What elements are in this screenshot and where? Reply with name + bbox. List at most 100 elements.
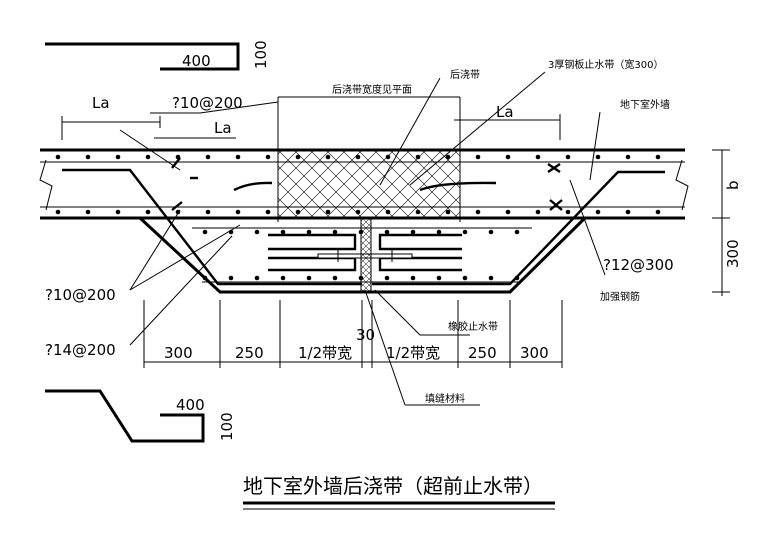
rebar-dot (655, 209, 661, 215)
dim-30: 30 (356, 326, 375, 344)
la-right: La (496, 103, 514, 121)
rebar-dot (325, 209, 331, 215)
rebar-14-label: ?14@200 (45, 341, 116, 359)
rebar-dot (488, 229, 494, 235)
dim-bottom-0: 300 (164, 344, 193, 362)
rebar-dot (254, 275, 260, 281)
rebar-dot (565, 209, 571, 215)
rebar-dot (535, 154, 541, 160)
rebar-dot (205, 209, 211, 215)
rebar-dot (410, 229, 416, 235)
rebar-dot (306, 275, 312, 281)
bottom-detail-100: 100 (218, 412, 236, 441)
rebar-dot (415, 154, 421, 160)
rebar-dot (514, 229, 520, 235)
dim-bottom-5: 300 (520, 344, 549, 362)
rebar-dot (85, 209, 91, 215)
joint-fill-label: 填缝材料 (425, 392, 465, 405)
rebar-dot (265, 209, 271, 215)
pour-band-hatch (278, 150, 460, 219)
la-left: La (92, 94, 110, 112)
rebar-dot (410, 275, 416, 281)
pour-band-label: 后浇带 (450, 68, 480, 81)
rebar-dot (565, 154, 571, 160)
rebar-dot (280, 275, 286, 281)
steel-waterstop-label: 3厚钢板止水带（宽300） (548, 58, 663, 71)
rebar-dot (445, 154, 451, 160)
rebar-dot (358, 229, 364, 235)
rebar-dot (655, 154, 661, 160)
rebar-dot (535, 209, 541, 215)
rebar-dot (505, 154, 511, 160)
dim-300-right: 300 (724, 239, 742, 268)
rebar-dot (85, 154, 91, 160)
rebar-dot (505, 209, 511, 215)
annotations: La La La ?10@200 ?10@200 ?14@200 ?12@300… (45, 58, 742, 405)
top-detail: 400 100 (45, 40, 270, 71)
rebar-dot (306, 229, 312, 235)
rebar-dot (175, 154, 181, 160)
rebar-dot (55, 209, 61, 215)
dim-b: b (724, 180, 742, 190)
rebar-dot (145, 209, 151, 215)
rebar-dot (295, 154, 301, 160)
rebar-dot (115, 154, 121, 160)
rebar-dot (355, 154, 361, 160)
rebar-dot (254, 229, 260, 235)
rebar-dot (445, 209, 451, 215)
rebar-dot (436, 275, 442, 281)
rebar-dot (295, 209, 301, 215)
rebar-dot (384, 275, 390, 281)
rebar-dot (280, 229, 286, 235)
rebar-dot (235, 209, 241, 215)
top-detail-100: 100 (252, 40, 270, 69)
rebar-dots (55, 154, 661, 281)
rebar-dot (228, 275, 234, 281)
rebar-dot (595, 209, 601, 215)
dim-bottom-4: 250 (468, 344, 497, 362)
dim-bottom-1: 250 (235, 344, 264, 362)
band-width-note: 后浇带宽度见平面 (332, 83, 412, 96)
dimension-lines (61, 71, 730, 406)
rebar-dot (514, 275, 520, 281)
rebar-dot (55, 154, 61, 160)
rebar-dot (145, 154, 151, 160)
rebar-dot (332, 275, 338, 281)
rebar-dot (202, 229, 208, 235)
title-block: 地下室外墙后浇带（超前止水带） (243, 474, 555, 510)
rebar-dot (115, 209, 121, 215)
rebar-dot (205, 154, 211, 160)
drawing-title: 地下室外墙后浇带（超前止水带） (243, 474, 543, 498)
reinforcing-label: 加强钢筋 (600, 290, 640, 303)
bottom-detail: 400 100 (45, 389, 236, 443)
rebar-dot (625, 209, 631, 215)
rebar-dot (415, 209, 421, 215)
rebar-dot (462, 229, 468, 235)
rebar-dot (202, 275, 208, 281)
rebar-dot (332, 229, 338, 235)
rebar-top-label: ?10@200 (172, 94, 243, 112)
la-mid: La (214, 119, 232, 137)
rebars (62, 157, 665, 293)
rebar-dot (595, 154, 601, 160)
rebar-dot (625, 154, 631, 160)
outer-wall-label: 地下室外墙 (620, 98, 670, 111)
rebar-dot (475, 209, 481, 215)
rebar-dot (385, 154, 391, 160)
rebar-dot (488, 275, 494, 281)
rebar-dot (462, 275, 468, 281)
rebar-10-label: ?10@200 (45, 286, 116, 304)
rebar-dot (265, 154, 271, 160)
top-detail-400: 400 (182, 52, 211, 70)
dim-bottom-3: 1/2带宽 (386, 344, 440, 362)
rebar-dot (355, 209, 361, 215)
rebar-dot (475, 154, 481, 160)
rebar-dot (325, 154, 331, 160)
rubber-waterstop-label: 橡胶止水带 (448, 320, 498, 333)
dim-bottom-2: 1/2带宽 (298, 344, 352, 362)
rebar-dot (384, 229, 390, 235)
rebar-dot (235, 154, 241, 160)
rebar-dot (436, 229, 442, 235)
rebar-dot (358, 275, 364, 281)
